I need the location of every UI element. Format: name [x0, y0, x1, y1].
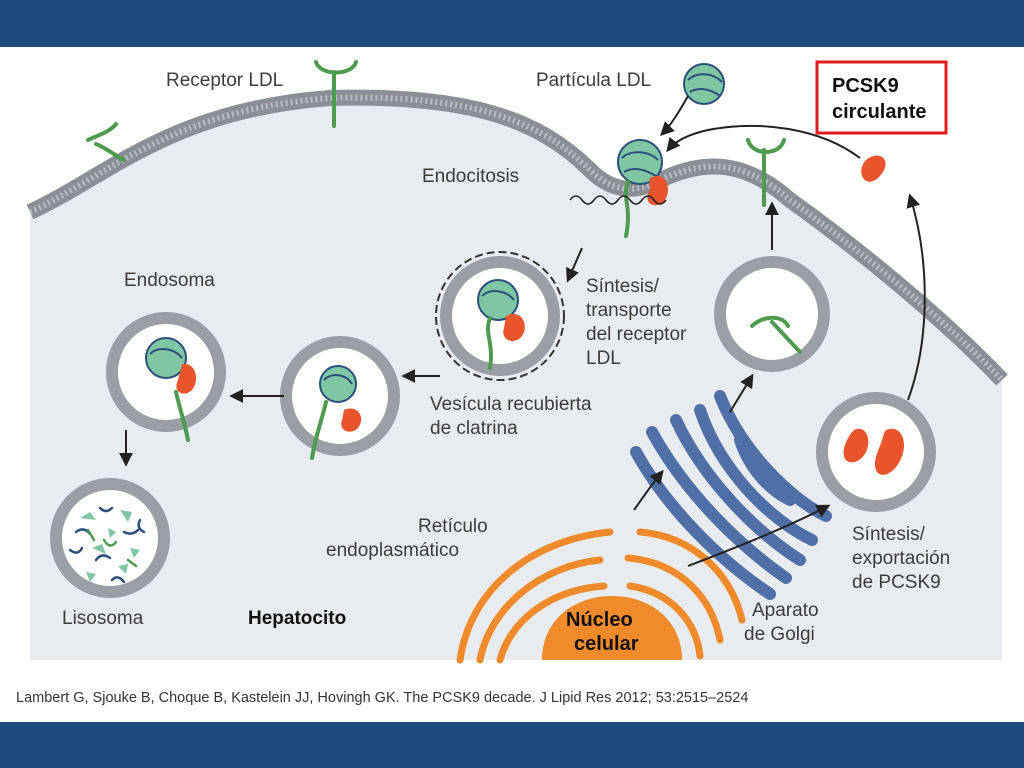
vesicle-icon	[106, 312, 226, 442]
ldl-particle-icon	[683, 63, 725, 105]
label-endosoma: Endosoma	[124, 270, 215, 291]
lysosome-icon	[50, 478, 170, 598]
bottom-band	[0, 722, 1024, 768]
label-hepatocito: Hepatocito	[248, 608, 346, 629]
label-receptor-ldl: Receptor LDL	[166, 70, 283, 91]
label-pcsk9-circulante: PCSK9	[832, 75, 899, 97]
label-pcsk9-circulante: circulante	[832, 101, 926, 123]
pathway-arrows	[119, 95, 926, 567]
label-sintesis-pcsk9: exportación	[852, 548, 950, 569]
nucleus-icon	[542, 596, 682, 660]
label-golgi: Aparato	[752, 600, 819, 621]
top-band	[0, 0, 1024, 47]
label-reticulo: endoplasmático	[326, 540, 459, 561]
label-sintesis-pcsk9: Síntesis/	[852, 524, 926, 545]
label-endocitosis: Endocitosis	[422, 166, 519, 187]
label-reticulo: Retículo	[418, 516, 488, 537]
label-golgi: de Golgi	[744, 624, 815, 645]
vesicle-icon	[816, 392, 936, 512]
label-particula-ldl: Partícula LDL	[536, 70, 651, 91]
ldl-receptor-icon	[86, 122, 126, 162]
label-nucleo: celular	[574, 633, 639, 655]
vesicle-icon	[435, 251, 565, 381]
label-vesicula: Vesícula recubierta	[430, 394, 592, 415]
pcsk9-highlight-box	[815, 60, 948, 135]
citation: Lambert G, Sjouke B, Choque B, Kastelein…	[16, 690, 749, 706]
label-sintesis-receptor: Síntesis/	[586, 276, 660, 297]
label-sintesis-receptor: LDL	[586, 348, 621, 369]
label-sintesis-pcsk9: de PCSK9	[852, 572, 941, 593]
golgi-icon	[630, 390, 832, 600]
label-vesicula: de clatrina	[430, 418, 518, 439]
vesicle-icon	[714, 256, 830, 372]
label-lisosoma: Lisosoma	[62, 608, 144, 629]
endocytosis-complex	[569, 139, 669, 238]
ldl-receptor-icon	[314, 60, 358, 128]
ldl-receptor-icon	[746, 138, 786, 207]
label-sintesis-receptor: del receptor	[586, 324, 687, 345]
pcsk9-icon	[861, 155, 886, 182]
label-nucleo: Núcleo	[566, 609, 633, 631]
vesicle-icon	[280, 336, 400, 460]
label-sintesis-receptor: transporte	[586, 300, 672, 321]
